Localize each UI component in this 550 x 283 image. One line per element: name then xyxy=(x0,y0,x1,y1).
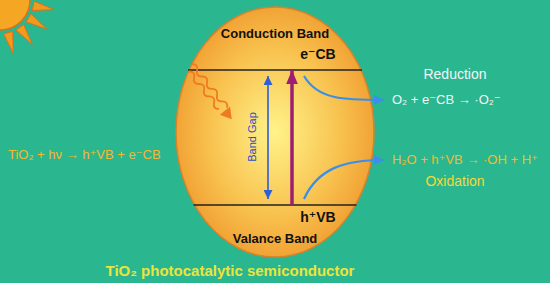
sun-ray xyxy=(4,32,14,54)
photon-wave xyxy=(190,62,229,109)
reaction-equation: H₂O + h⁺VB → ·OH + H⁺ xyxy=(392,153,538,168)
carrier-symbol: h⁺VB xyxy=(300,209,335,225)
band-gap-arrow xyxy=(267,76,269,199)
reaction-equation: TiO₂ + hν → h⁺VB + e⁻CB xyxy=(8,148,161,163)
conduction-band: Conduction Band e⁻CB xyxy=(175,6,375,70)
diagram-title: TiO₂ photocatalytic semiconductor xyxy=(106,262,355,279)
band-name: Conduction Band xyxy=(221,27,329,42)
carrier-symbol: e⁻CB xyxy=(300,46,335,62)
band-name: Valance Band xyxy=(233,232,318,247)
particle-ellipse xyxy=(176,7,374,257)
photon-arrow xyxy=(184,62,237,123)
semiconductor-particle: TiO₂ photocatalytic semiconductorConduct… xyxy=(175,6,375,258)
electron-transfer-arrow xyxy=(304,76,384,100)
sun-disc xyxy=(0,0,30,30)
band-edge-line xyxy=(188,69,362,70)
photon-arrowhead xyxy=(220,107,237,124)
particle-outline xyxy=(175,6,375,258)
sun-ray xyxy=(32,1,54,10)
band-gap-label: Band Gap xyxy=(246,112,259,162)
valence-band: h⁺VB Valance Band xyxy=(175,205,375,258)
reaction-equation: O₂ + e⁻CB → ·O₂⁻ xyxy=(392,93,501,108)
photon-wave xyxy=(187,70,221,111)
process-label: Oxidation xyxy=(425,173,484,189)
excitation-arrow xyxy=(290,70,294,205)
sun-ray xyxy=(26,14,47,29)
sun-symbol xyxy=(0,0,54,53)
hole-transfer-arrow xyxy=(304,160,384,199)
sun-ray xyxy=(16,25,32,45)
process-label: Reduction xyxy=(423,66,486,82)
band-edge-line xyxy=(194,204,357,205)
